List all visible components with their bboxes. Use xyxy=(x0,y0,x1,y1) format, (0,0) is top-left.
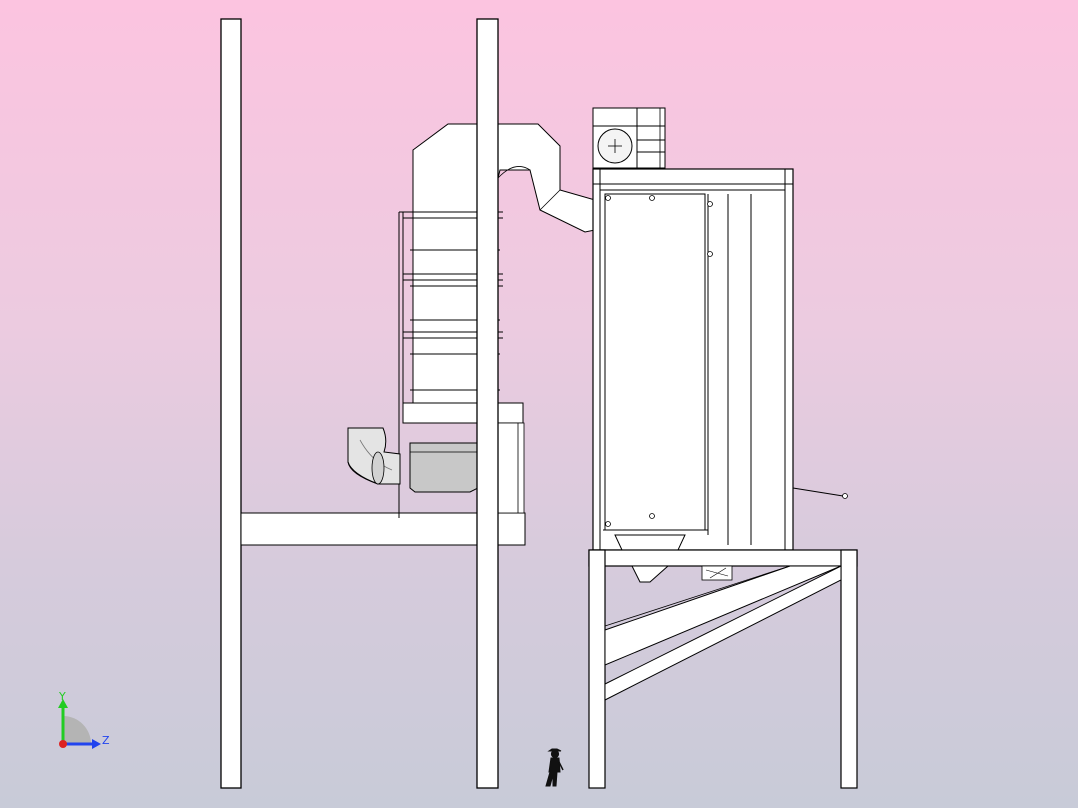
axis-triad: Y Z xyxy=(58,690,110,749)
middle-column[interactable] xyxy=(476,18,499,789)
human-figure-scale xyxy=(545,748,564,787)
fan-frame[interactable] xyxy=(592,107,666,169)
origin-dot xyxy=(59,740,67,748)
z-axis-arrowhead xyxy=(92,739,101,749)
left-column[interactable] xyxy=(220,18,242,789)
filter-cabinet[interactable] xyxy=(592,168,848,551)
z-axis-label: Z xyxy=(102,734,110,747)
inlet-elbow-duct[interactable] xyxy=(347,427,401,485)
y-axis-arrowhead xyxy=(58,699,68,708)
triad-plane-icon xyxy=(63,716,91,744)
y-axis-label: Y xyxy=(58,690,66,703)
support-stand[interactable] xyxy=(588,549,858,789)
